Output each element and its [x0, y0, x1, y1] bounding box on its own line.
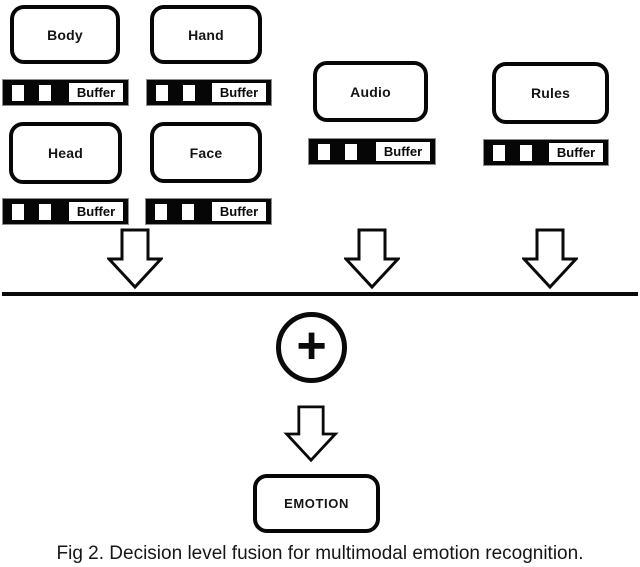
buffer-bar-rules: Buffer — [483, 139, 609, 166]
node-head-label: Head — [47, 145, 84, 161]
buffer-slot — [156, 84, 168, 101]
node-body: Body — [10, 5, 120, 64]
buffer-bar-audio: Buffer — [308, 138, 436, 165]
buffer-slot — [12, 84, 24, 101]
buffer-slot — [493, 144, 505, 161]
buffer-label: Buffer — [383, 144, 423, 159]
down-arrow-icon — [107, 228, 163, 290]
node-head: Head — [9, 122, 122, 184]
node-face: Face — [150, 122, 262, 183]
buffer-bar-head: Buffer — [2, 198, 129, 225]
buffer-tag: Buffer — [212, 83, 266, 102]
node-emotion-label: EMOTION — [284, 496, 349, 511]
buffer-bar-face: Buffer — [145, 198, 272, 225]
node-body-label: Body — [47, 26, 83, 43]
buffer-slot — [318, 143, 330, 160]
buffer-label: Buffer — [556, 145, 596, 160]
node-audio-label: Audio — [350, 83, 391, 100]
node-hand: Hand — [150, 5, 262, 64]
node-face-label: Face — [189, 144, 223, 161]
buffer-tag: Buffer — [212, 202, 266, 221]
buffer-label: Buffer — [76, 204, 116, 219]
node-hand-label: Hand — [188, 26, 224, 43]
buffer-label: Buffer — [219, 85, 259, 100]
fusion-line — [2, 292, 638, 296]
plus-sign: + — [296, 316, 327, 375]
buffer-tag: Buffer — [549, 143, 603, 162]
buffer-label: Buffer — [219, 204, 259, 219]
node-emotion-output: EMOTION — [253, 474, 380, 533]
buffer-tag: Buffer — [376, 142, 430, 161]
figure-caption: Fig 2. Decision level fusion for multimo… — [56, 543, 584, 564]
buffer-bar-hand: Buffer — [146, 79, 272, 106]
buffer-tag: Buffer — [69, 202, 123, 221]
buffer-slot — [39, 203, 51, 220]
buffer-slot — [183, 84, 195, 101]
buffer-slot — [155, 203, 167, 220]
node-rules: Rules — [492, 62, 609, 124]
buffer-slot — [182, 203, 194, 220]
down-arrow-icon — [283, 405, 339, 463]
node-rules-label: Rules — [530, 85, 571, 101]
buffer-slot — [345, 143, 357, 160]
node-audio: Audio — [313, 61, 428, 122]
down-arrow-icon — [522, 228, 578, 290]
down-arrow-icon — [344, 228, 400, 290]
fusion-operator-icon: + — [276, 312, 347, 383]
buffer-slot — [39, 84, 51, 101]
buffer-slot — [520, 144, 532, 161]
buffer-label: Buffer — [76, 85, 116, 100]
buffer-tag: Buffer — [69, 83, 123, 102]
buffer-slot — [12, 203, 24, 220]
buffer-bar-body: Buffer — [2, 79, 129, 106]
